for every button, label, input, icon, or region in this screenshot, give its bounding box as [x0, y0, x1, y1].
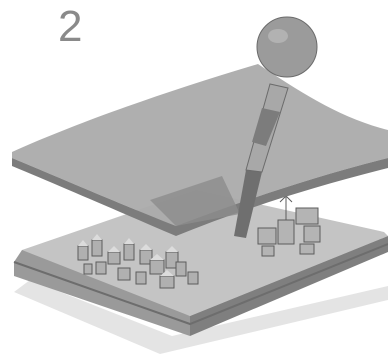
overlay-sheet	[12, 64, 388, 236]
